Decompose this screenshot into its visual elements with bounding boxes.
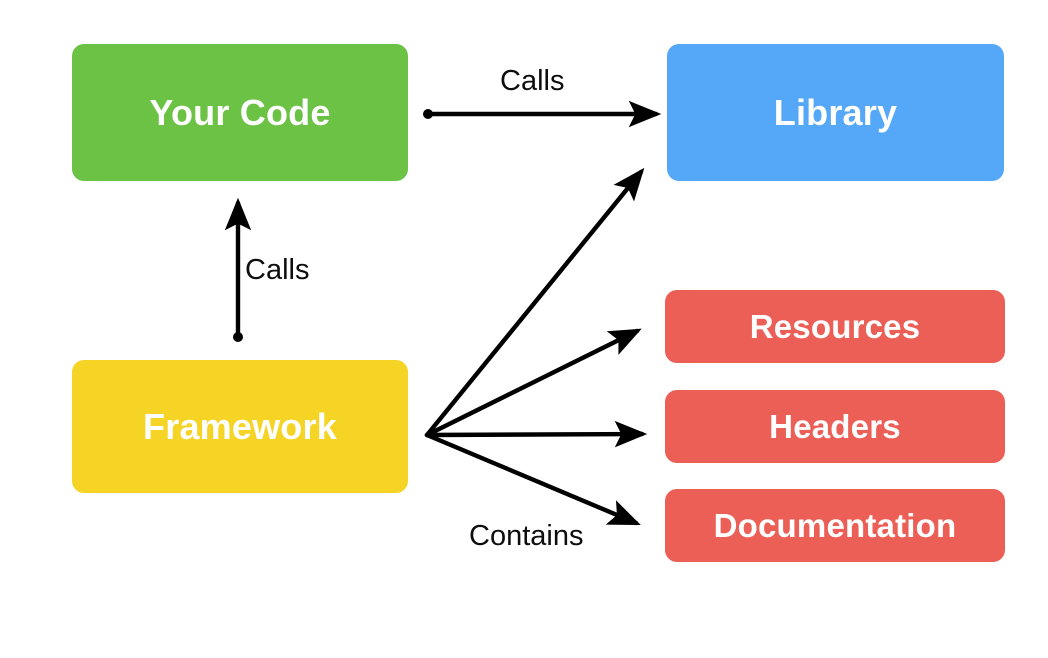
node-framework[interactable]: Framework xyxy=(72,360,408,493)
edge-line xyxy=(424,420,648,448)
node-framework-label: Framework xyxy=(143,405,337,447)
edge-framework-to-resources xyxy=(424,328,642,438)
edge-line xyxy=(424,167,645,438)
edge-label-framework-to-your-code: Calls xyxy=(245,254,310,286)
edge-framework-to-library xyxy=(424,167,645,438)
edge-framework-to-documentation xyxy=(424,432,641,526)
node-documentation[interactable]: Documentation xyxy=(665,489,1005,562)
node-your-code-label: Your Code xyxy=(149,91,331,133)
node-library-label: Library xyxy=(773,91,898,133)
node-resources[interactable]: Resources xyxy=(665,290,1005,363)
node-headers-label: Headers xyxy=(769,408,901,445)
node-your-code[interactable]: Your Code xyxy=(72,44,408,181)
edge-framework-to-your-code xyxy=(224,197,252,342)
edge-source-dot xyxy=(423,109,433,119)
node-resources-label: Resources xyxy=(749,308,921,345)
edge-source-dot xyxy=(233,332,243,342)
node-documentation-label: Documentation xyxy=(713,507,957,544)
edge-line xyxy=(424,432,641,526)
edge-line xyxy=(424,328,642,438)
edge-label-your-code-to-library: Calls xyxy=(500,65,565,97)
edge-your-code-to-library xyxy=(423,100,662,128)
edge-label-framework-to-documentation: Contains xyxy=(469,520,584,552)
node-headers[interactable]: Headers xyxy=(665,390,1005,463)
edge-framework-to-headers xyxy=(424,420,648,448)
node-library[interactable]: Library xyxy=(667,44,1004,181)
